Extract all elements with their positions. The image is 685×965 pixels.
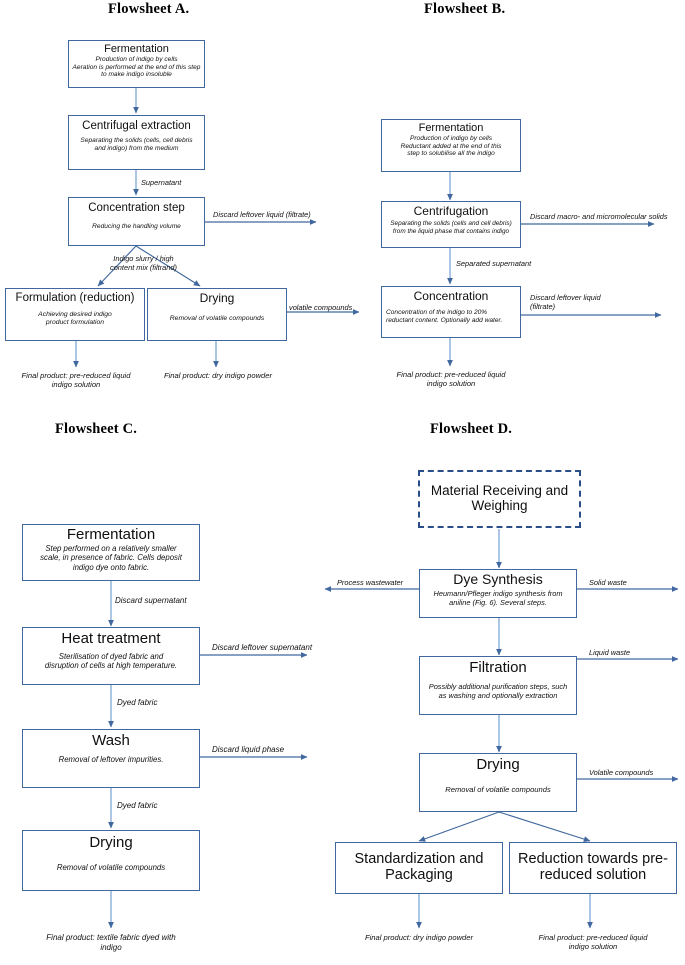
node-title: Drying [199,291,235,305]
edge-label-c-dyed-fabric-1: Dyed fabric [117,698,158,707]
edge-label-d-process-wastewater: Process wastewater [337,578,404,587]
node-a-formulation[interactable]: Formulation (reduction) Achieving desire… [5,288,145,341]
node-title: Concentration step [88,202,185,214]
edge-label-c-dyed-fabric-2: Dyed fabric [117,801,158,810]
edge-label-c-discard-supernatant: Discard supernatant [115,596,187,605]
node-b-centrifugation[interactable]: Centrifugation Separating the solids (ce… [381,201,521,248]
node-subtitle: Separating the solids (cells, cell debri… [80,137,193,153]
edge-label-c-discard-leftover-supernatant: Discard leftover supernatant [212,643,313,652]
edge-label-a-discard-filtrate: Discard leftover liquid (filtrate) [213,210,311,219]
node-subtitle: Removal of leftover impurities. [58,755,164,765]
node-d-standardization[interactable]: Standardization and Packaging [335,842,503,894]
node-title: Filtration [469,659,527,676]
node-subtitle: Separating the solids (cells and cell de… [390,219,512,235]
node-subtitle: Possibly additional purification steps, … [428,682,568,700]
node-subtitle: Production of indigo by cells Reductant … [400,134,502,158]
node-title: Standardization and Packaging [354,851,484,883]
node-title: Centrifugal extraction [82,120,191,132]
node-title: Material Receiving and Weighing [430,483,569,513]
node-title: Wash [92,732,130,749]
node-title: Dye Synthesis [453,571,543,587]
final-label-c-drying: Final product: textile fabric dyed with … [46,933,176,952]
node-subtitle: Achieving desired indigo product formula… [38,311,112,327]
node-title: Drying [476,756,520,773]
edge-label-a-volatile-compounds: volatile compounds [289,303,353,312]
node-title: Fermentation [418,122,484,134]
node-subtitle: Sterilisation of dyed fabric and disrupt… [44,652,178,671]
edge-label-a-indigo-slurry: Indigo slurry / high content mix (filtra… [110,254,177,273]
node-a-drying[interactable]: Drying Removal of volatile compounds [147,288,287,341]
node-b-concentration[interactable]: Concentration Concentration of the indig… [381,286,521,338]
node-subtitle: Removal of volatile compounds [169,314,265,322]
edge-label-b-discard-filtrate: Discard leftover liquid (filtrate) [530,293,601,312]
node-d-reduction[interactable]: Reduction towards pre- reduced solution [509,842,677,894]
node-a-fermentation[interactable]: Fermentation Production of indigo by cel… [68,40,205,88]
node-title: Heat treatment [61,630,161,647]
node-title: Formulation (reduction) [15,292,135,304]
final-label-b-concentration: Final product: pre-reduced liquid indigo… [396,370,506,389]
final-label-a-drying: Final product: dry indigo powder [163,371,273,380]
sheet-title-c: Flowsheet C. [55,421,138,437]
edge-label-c-discard-liquid-phase: Discard liquid phase [212,745,285,754]
final-label-d-reduction: Final product: pre-reduced liquid indigo… [538,933,648,952]
node-subtitle: Production of indigo by cells Aeration i… [72,55,201,79]
node-title: Drying [89,834,133,851]
final-label-a-formulation: Final product: pre-reduced liquid indigo… [21,371,131,390]
node-d-drying[interactable]: Drying Removal of volatile compounds [419,753,577,812]
edge-label-a-supernatant: Supernatant [141,178,182,187]
node-c-drying[interactable]: Drying Removal of volatile compounds [22,830,200,891]
node-subtitle: Reducing the handling volume [92,223,181,231]
sheet-title-d: Flowsheet D. [430,421,513,437]
node-title: Reduction towards pre- reduced solution [518,851,668,883]
node-title: Centrifugation [413,204,489,218]
node-c-wash[interactable]: Wash Removal of leftover impurities. [22,729,200,788]
edge-label-d-solid-waste: Solid waste [589,578,627,587]
edge-label-d-volatile-compounds: Volatile compounds [589,768,654,777]
node-title: Fermentation [104,43,169,55]
node-a-centrifugal-extraction[interactable]: Centrifugal extraction Separating the so… [68,115,205,170]
node-subtitle: Concentration of the indigo to 20% reduc… [386,308,503,324]
node-d-filtration[interactable]: Filtration Possibly additional purificat… [419,656,577,715]
edge-label-b-separated-supernatant: Separated supernatant [456,259,532,268]
final-label-d-standardization: Final product: dry indigo powder [364,933,474,942]
edge-label-b-discard-solids: Discard macro- and micromolecular solids [530,212,668,221]
node-title: Fermentation [66,526,156,543]
node-b-fermentation[interactable]: Fermentation Production of indigo by cel… [381,119,521,172]
node-a-concentration-step[interactable]: Concentration step Reducing the handling… [68,197,205,246]
node-c-heat-treatment[interactable]: Heat treatment Sterilisation of dyed fab… [22,627,200,685]
sheet-title-b: Flowsheet B. [424,1,506,17]
node-subtitle: Removal of volatile compounds [445,785,551,795]
edge-label-d-liquid-waste: Liquid waste [589,648,631,657]
node-subtitle: Removal of volatile compounds [56,863,166,873]
node-title: Concentration [413,289,489,303]
sheet-title-a: Flowsheet A. [108,1,190,17]
node-c-fermentation[interactable]: Fermentation Step performed on a relativ… [22,524,200,581]
node-d-material-receiving[interactable]: Material Receiving and Weighing [418,470,581,528]
node-subtitle: Heumann/Pfleger indigo synthesis from an… [433,589,563,607]
node-subtitle: Step performed on a relatively smaller s… [40,544,182,572]
node-d-dye-synthesis[interactable]: Dye Synthesis Heumann/Pfleger indigo syn… [419,569,577,618]
